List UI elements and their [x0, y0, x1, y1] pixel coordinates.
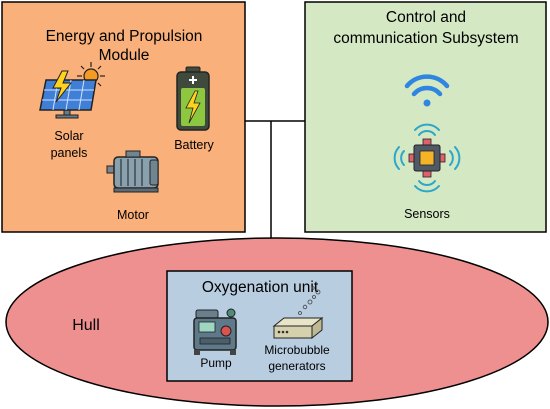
energy-module-title-line1: Energy and Propulsion: [46, 28, 203, 45]
solar-panels-label-line1: Solar: [54, 129, 83, 143]
motor-label: Motor: [117, 208, 149, 222]
microbubble-generator-icon: [272, 286, 324, 340]
microbubble-label-line2: generators: [268, 359, 325, 373]
battery-icon: [176, 66, 210, 131]
hull-label: Hull: [72, 317, 100, 334]
sensor-chip-icon: [393, 123, 461, 193]
solar-panel-icon: [39, 70, 97, 119]
control-communication-box: [304, 1, 547, 233]
control-module-title-line1: Control and: [386, 9, 466, 26]
solar-panels-label-line2: panels: [51, 146, 88, 160]
connector-lines: [245, 120, 305, 240]
electric-motor-icon: [106, 150, 159, 193]
energy-module-title-line2: Module: [99, 47, 150, 64]
control-module-title-line2: communication Subsystem: [333, 30, 518, 47]
wifi-icon: [404, 74, 450, 107]
oxygenation-unit-title: Oxygenation unit: [202, 279, 319, 296]
microbubble-label-line1: Microbubble: [264, 343, 330, 357]
pump-icon: [193, 308, 237, 355]
pump-label: Pump: [200, 356, 232, 370]
sensors-label: Sensors: [404, 207, 450, 221]
battery-label: Battery: [174, 138, 214, 152]
